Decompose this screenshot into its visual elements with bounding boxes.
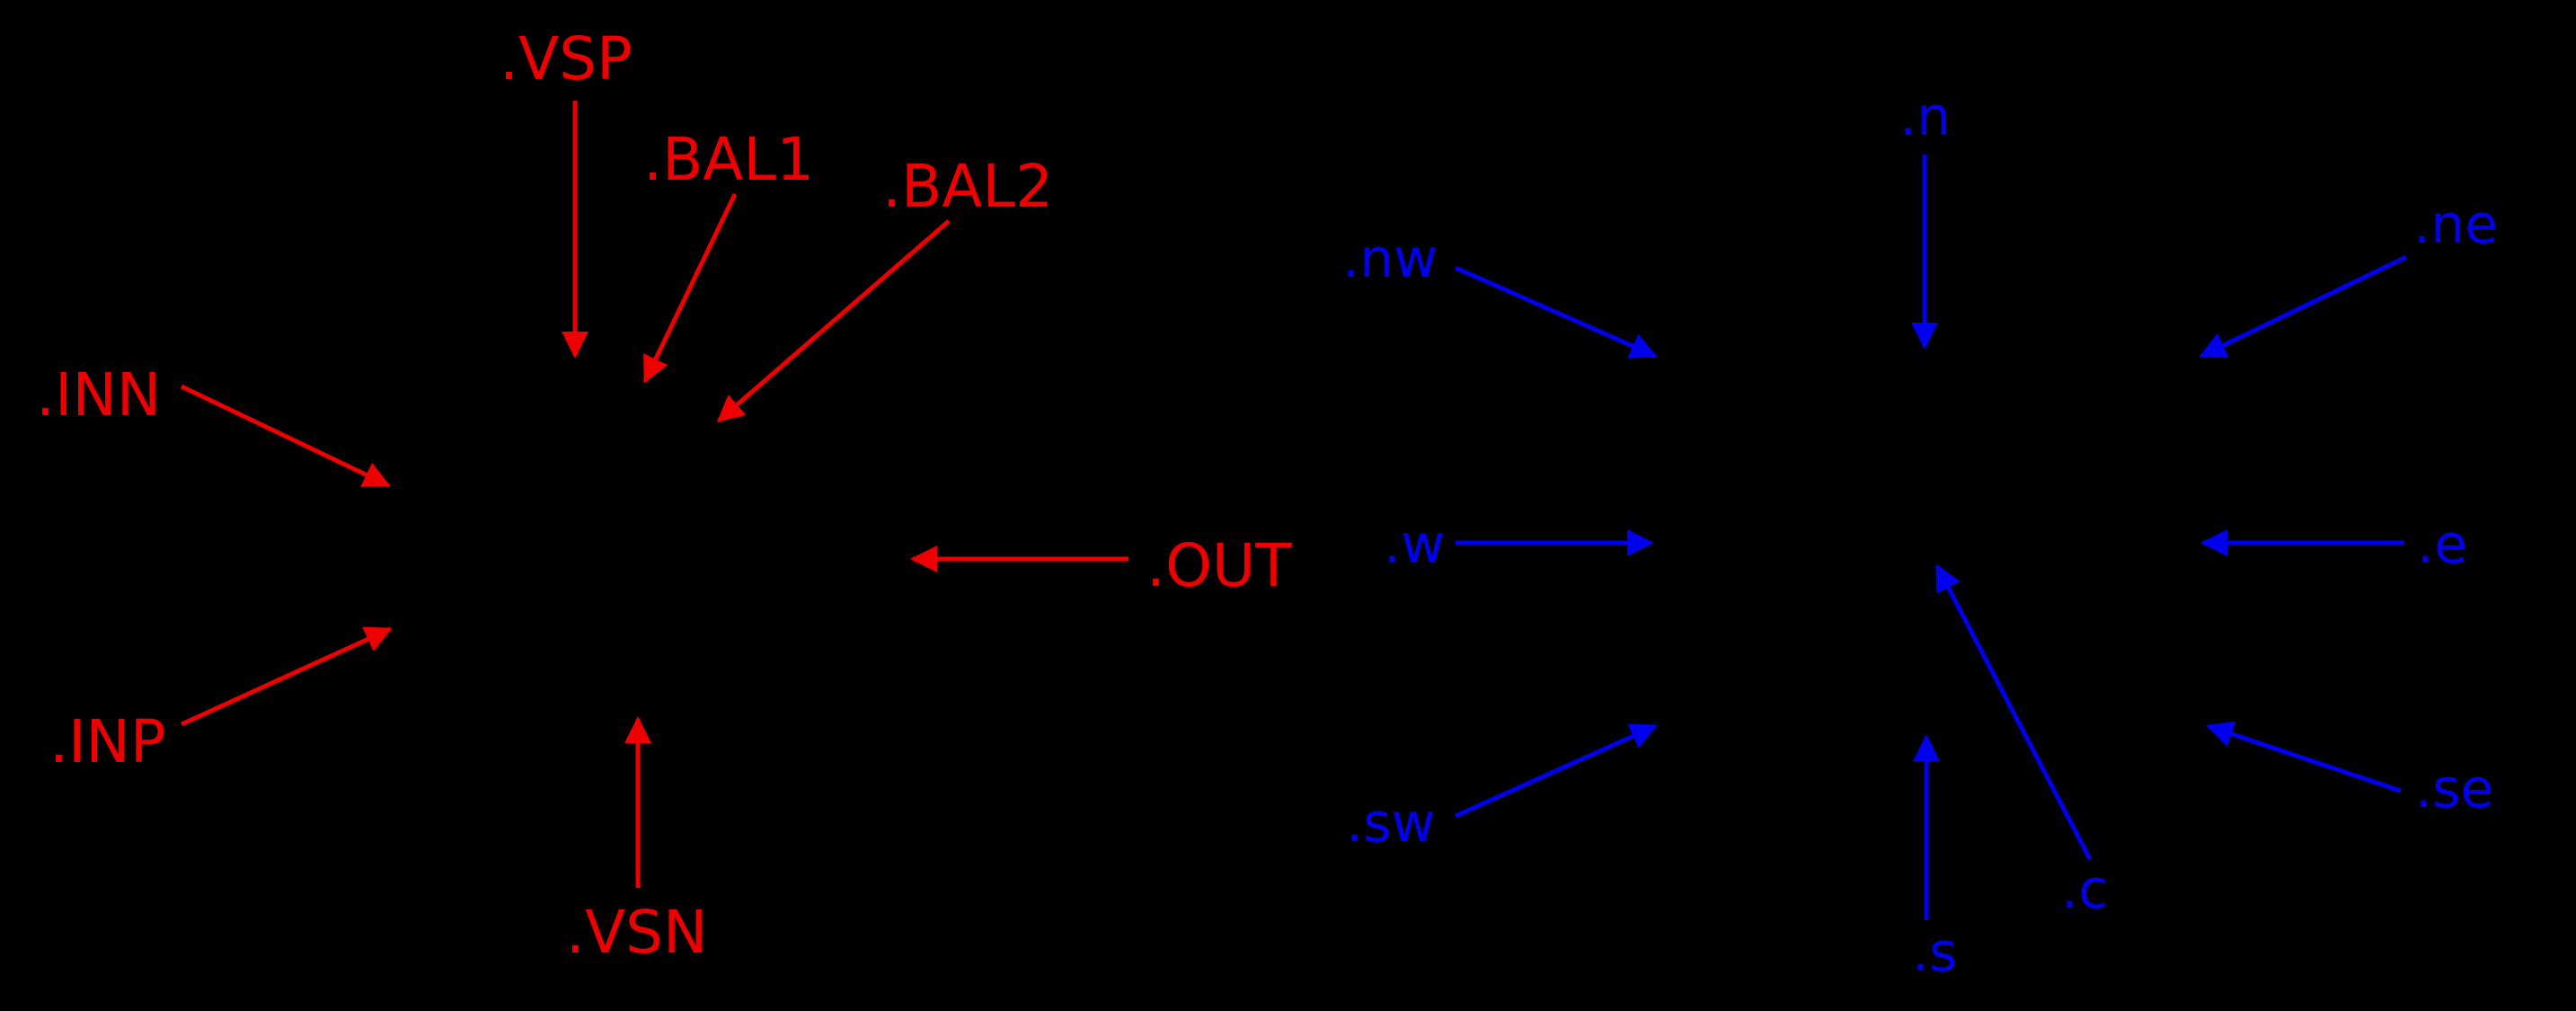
anchor-label-nw: .nw — [1342, 227, 1438, 290]
element-shapes — [392, 359, 2197, 726]
anchor-label-c: .c — [2061, 858, 2108, 921]
anchor-label-vsn: .VSN — [566, 898, 707, 967]
anchor-arrow-inn — [180, 384, 391, 488]
anchor-label-vsp: .VSP — [500, 24, 633, 93]
box-element-symbol — [1658, 359, 2197, 726]
opamp-pins-group: .VSP.BAL1 .BAL2 .INN .INP .OUT .VSN — [36, 24, 1292, 967]
anchor-arrow-bal2 — [716, 219, 951, 422]
anchor-arrow-inp — [180, 626, 393, 727]
anchor-arrow-c — [1934, 563, 2093, 861]
compass-anchors-group: .n .nw .ne .w .e .c .sw .se .s — [1342, 85, 2498, 984]
anchor-arrow-ne — [2199, 254, 2408, 359]
anchor-label-w: .w — [1384, 513, 1445, 576]
anchor-arrow-sw — [1454, 723, 1658, 819]
anchor-label-sw: .sw — [1346, 792, 1435, 855]
anchor-label-e: .e — [2417, 513, 2467, 576]
anchor-label-s: .s — [1912, 921, 1957, 984]
anchor-arrow-se — [2206, 721, 2402, 794]
anchor-label-inn: .INN — [36, 360, 161, 430]
annotation-groups: .VSP.BAL1 .BAL2 .INN .INP .OUT .VSN .n .nw .ne .w… — [36, 24, 2498, 984]
anchor-label-ne: .ne — [2413, 193, 2498, 256]
anchor-label-n: .n — [1899, 85, 1951, 148]
anchor-label-bal1: .BAL1 — [643, 125, 814, 194]
anchor-arrow-bal1 — [642, 192, 738, 384]
opamp-symbol — [392, 406, 855, 712]
anchor-label-inp: .INP — [49, 707, 166, 776]
anchor-label-se: .se — [2415, 758, 2493, 820]
anchor-label-out: .OUT — [1146, 531, 1292, 600]
anchor-label-bal2: .BAL2 — [882, 152, 1053, 221]
anchor-arrow-nw — [1454, 265, 1658, 359]
